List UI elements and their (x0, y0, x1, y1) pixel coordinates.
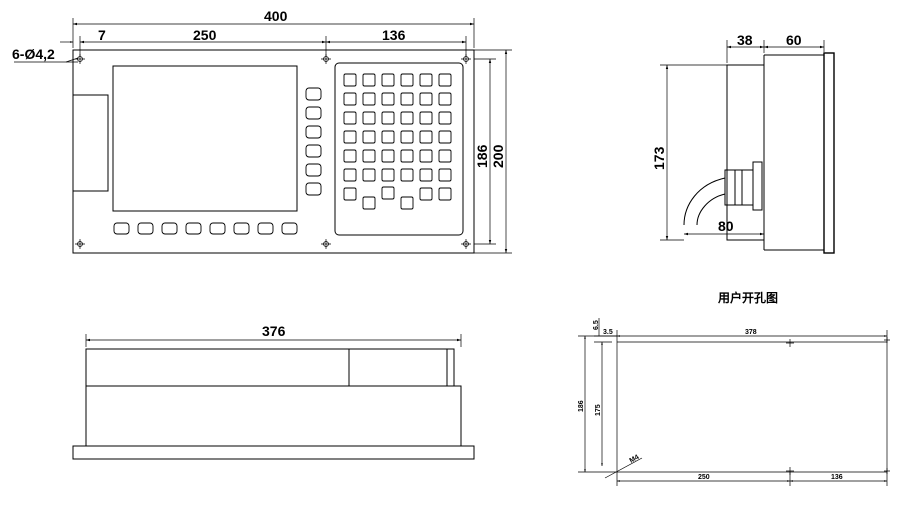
keypad-key (343, 130, 357, 144)
keypad-key (400, 168, 414, 182)
bottom-front-plate (72, 445, 475, 460)
dim-side-height: 173 (651, 146, 667, 170)
cutout-hole-marks (786, 337, 890, 475)
dim-cutout-width: 378 (745, 329, 757, 336)
keypad-key (419, 92, 433, 106)
keypad-key (400, 196, 414, 210)
keypad-key (419, 73, 433, 87)
keypad-key (419, 111, 433, 125)
dim-cutout-bottom-left: 250 (698, 474, 710, 481)
keypad-key (362, 130, 376, 144)
keypad-key (362, 149, 376, 163)
keypad-key (381, 73, 395, 87)
dim-keypad-span: 136 (382, 27, 406, 43)
keypad-key (362, 111, 376, 125)
side-front-plate (823, 52, 835, 254)
keypad-key (419, 168, 433, 182)
keypad-key (343, 92, 357, 106)
keypad-key (381, 168, 395, 182)
front-bottom-keys (113, 222, 298, 235)
front-panel-outline (72, 49, 475, 254)
keypad-key (438, 92, 452, 106)
bottom-upper-body (85, 348, 455, 387)
keypad-key (419, 130, 433, 144)
dim-depth-body: 38 (737, 32, 753, 48)
keypad-key (438, 130, 452, 144)
dim-cutout-left-offset: 3.5 (603, 329, 613, 336)
keypad-key (438, 149, 452, 163)
dim-bottom-width: 376 (262, 323, 286, 339)
dim-cutout-top-offset: 6.5 (593, 320, 600, 330)
side-softkey (305, 125, 322, 139)
bottom-softkey (281, 222, 298, 235)
front-left-slot (72, 94, 109, 192)
dim-screen-span: 250 (193, 27, 217, 43)
side-softkey (305, 182, 322, 196)
bottom-softkey (233, 222, 250, 235)
dim-connector-depth: 80 (718, 218, 734, 234)
front-view: 400 7 250 136 6-Ø4,2 186 200 (12, 8, 512, 254)
dim-cutout-height-outer: 186 (578, 400, 585, 412)
bottom-softkey (113, 222, 130, 235)
side-softkey (305, 144, 322, 158)
bottom-softkey (209, 222, 226, 235)
dim-height-inner: 186 (474, 144, 490, 168)
keypad-key (381, 111, 395, 125)
keypad-key (438, 111, 452, 125)
keypad-key (419, 187, 433, 201)
keypad-key (419, 149, 433, 163)
keypad-key (400, 130, 414, 144)
bottom-view: 376 (72, 323, 475, 460)
keypad-key (400, 111, 414, 125)
keypad-key (343, 149, 357, 163)
side-softkey (305, 163, 322, 177)
keypad-key (438, 168, 452, 182)
dim-holes-note: 6-Ø4,2 (12, 46, 55, 62)
side-connector (752, 161, 763, 211)
dim-height-outer: 200 (490, 144, 506, 168)
keypad-key (400, 149, 414, 163)
bottom-softkey (257, 222, 274, 235)
front-keypad-keys (343, 73, 452, 210)
mounting-holes (75, 54, 471, 249)
side-softkey (305, 106, 322, 120)
keypad-key (381, 149, 395, 163)
side-softkey (305, 87, 322, 101)
keypad-key (400, 73, 414, 87)
dim-depth-front: 60 (786, 32, 802, 48)
cutout-view: 用户开孔图 378 3.5 6.5 186 175 M4 250 (578, 290, 890, 486)
keypad-key (381, 130, 395, 144)
keypad-key (362, 196, 376, 210)
keypad-key (438, 73, 452, 87)
bottom-softkey (185, 222, 202, 235)
bottom-connector (348, 348, 448, 387)
dim-hole-offset: 7 (98, 27, 106, 43)
bottom-body (85, 385, 462, 447)
keypad-key (343, 168, 357, 182)
cutout-title: 用户开孔图 (717, 290, 778, 305)
keypad-key (343, 111, 357, 125)
front-keypad-area (334, 62, 464, 236)
bottom-softkey (137, 222, 154, 235)
keypad-key (362, 73, 376, 87)
keypad-key (438, 187, 452, 201)
dim-cutout-thread: M4 (629, 454, 641, 465)
keypad-key (362, 92, 376, 106)
keypad-key (343, 187, 357, 201)
front-screen (112, 65, 298, 212)
side-view: 38 60 173 80 (651, 32, 835, 254)
dim-cutout-height-inner: 175 (595, 404, 602, 416)
keypad-key (343, 73, 357, 87)
keypad-key (362, 168, 376, 182)
bottom-softkey (161, 222, 178, 235)
dim-cutout-bottom-right: 136 (831, 474, 843, 481)
keypad-key (381, 92, 395, 106)
front-side-keys (305, 87, 322, 196)
dim-overall-width: 400 (264, 8, 288, 24)
side-body (726, 64, 765, 241)
keypad-key (381, 186, 395, 200)
keypad-key (400, 92, 414, 106)
